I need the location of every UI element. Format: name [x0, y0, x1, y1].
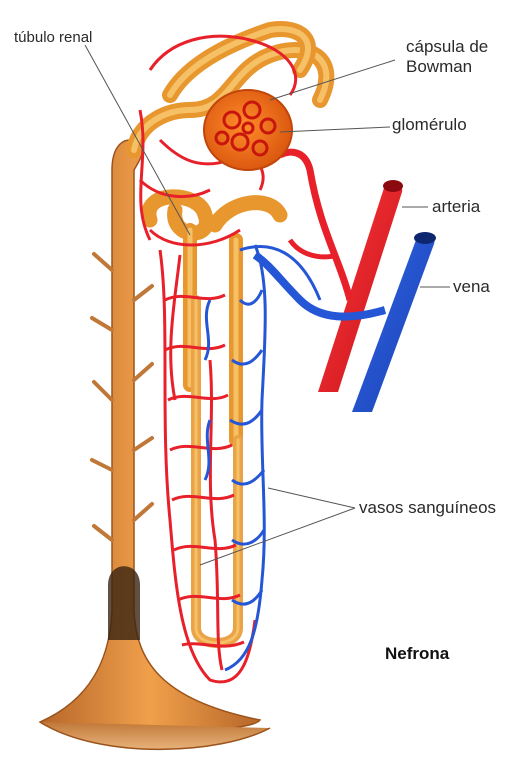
capillary-network-blue — [205, 245, 320, 670]
label-vasos-sanguineos: vasos sanguíneos — [359, 499, 496, 517]
figure-title: Nefrona — [385, 645, 449, 663]
label-glomerulo: glomérulo — [392, 116, 467, 134]
label-arteria: arteria — [432, 198, 480, 216]
bowman-capsule — [204, 90, 292, 170]
label-capsula-line2: Bowman — [406, 58, 472, 76]
label-tubulo-renal: túbulo renal — [14, 30, 92, 46]
label-capsula-line1: cápsula de — [406, 38, 488, 56]
label-vena: vena — [453, 278, 490, 296]
